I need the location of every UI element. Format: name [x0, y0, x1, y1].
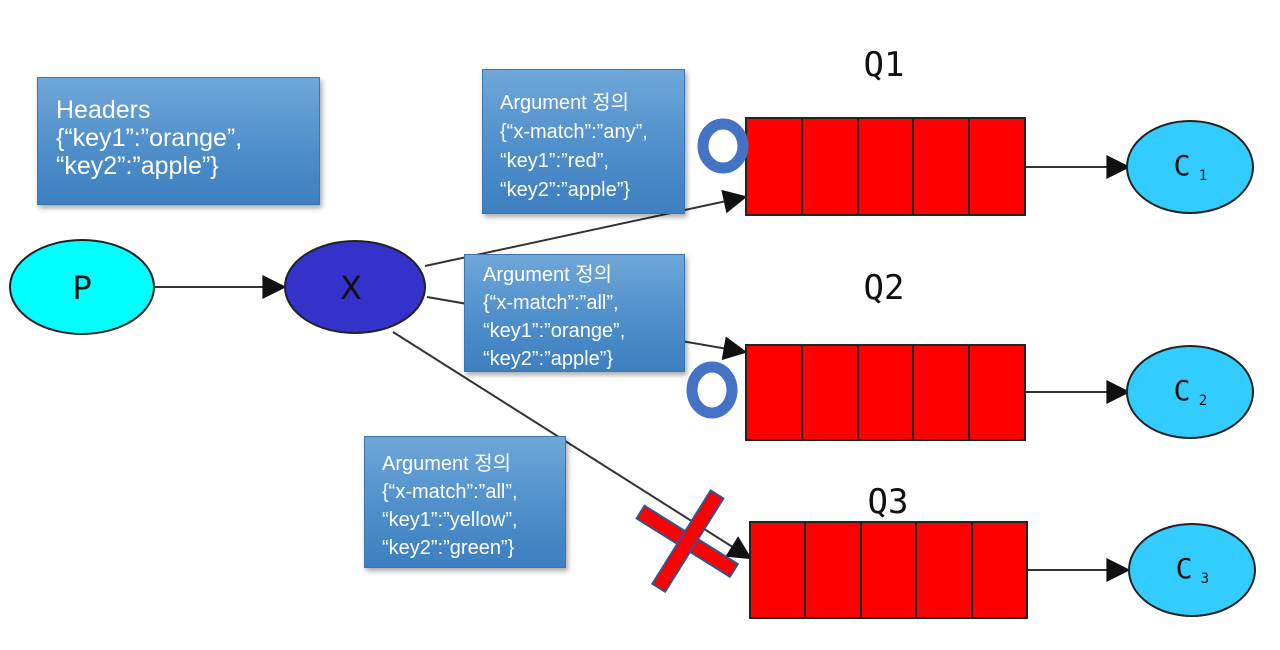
argument-note-q2: Argument 정의 {“x-match”:”all”, “key1”:”or… — [464, 254, 685, 372]
argument-line: {“x-match”:”all”, — [483, 292, 619, 314]
consumer-c2-sub: 2 — [1199, 393, 1207, 409]
exchange-node: X — [284, 240, 426, 334]
argument-line: {“x-match”:”all”, — [382, 481, 518, 503]
consumer-c1-label: C — [1174, 149, 1191, 182]
consumer-c1-sub: 1 — [1199, 168, 1207, 184]
consumer-c3-sub: 3 — [1201, 571, 1209, 587]
headers-note-line: “key2”:”apple”} — [56, 152, 219, 180]
producer-label: P — [72, 269, 91, 307]
consumer-c2: C 2 — [1126, 345, 1254, 439]
producer-node: P — [9, 239, 155, 335]
queue-q2-label: Q2 — [864, 268, 905, 308]
argument-note-q3: Argument 정의 {“x-match”:”all”, “key1”:”ye… — [364, 436, 566, 568]
edge-x-to-q3 — [392, 331, 753, 560]
argument-line: Argument 정의 — [382, 453, 512, 475]
queue-q1: Q1 — [745, 45, 1026, 216]
argument-line: Argument 정의 — [500, 92, 630, 114]
no-match-cross-icon-q3 — [635, 489, 740, 594]
argument-line: Argument 정의 — [483, 264, 613, 286]
headers-note: Headers {“key1”:”orange”, “key2”:”apple”… — [37, 77, 320, 205]
match-ring-icon-q1 — [697, 118, 749, 174]
argument-line: “key2”:”apple”} — [500, 179, 631, 201]
queue-q2: Q2 — [745, 268, 1026, 441]
argument-line: “key1”:”yellow”, — [382, 509, 518, 531]
queue-q3-label: Q3 — [868, 482, 909, 522]
consumer-c1: C 1 — [1126, 120, 1254, 214]
headers-note-line: Headers — [56, 96, 151, 124]
consumer-c3: C 3 — [1128, 523, 1256, 617]
argument-line: {“x-match”:”any”, — [500, 121, 648, 143]
exchange-label: X — [340, 269, 362, 307]
consumer-c3-label: C — [1176, 552, 1193, 585]
argument-line: “key2”:”green”} — [382, 537, 515, 559]
consumer-c2-label: C — [1174, 374, 1191, 407]
queue-q1-label: Q1 — [864, 45, 905, 85]
argument-line: “key2”:”apple”} — [483, 348, 614, 370]
argument-line: “key1”:”orange”, — [483, 320, 626, 342]
queue-q3: Q3 — [749, 482, 1028, 619]
match-ring-icon-q2 — [686, 361, 738, 419]
argument-note-q1: Argument 정의 {“x-match”:”any”, “key1”:”re… — [482, 69, 685, 214]
argument-line: “key1”:”red”, — [500, 150, 609, 172]
headers-note-line: {“key1”:”orange”, — [56, 124, 243, 152]
